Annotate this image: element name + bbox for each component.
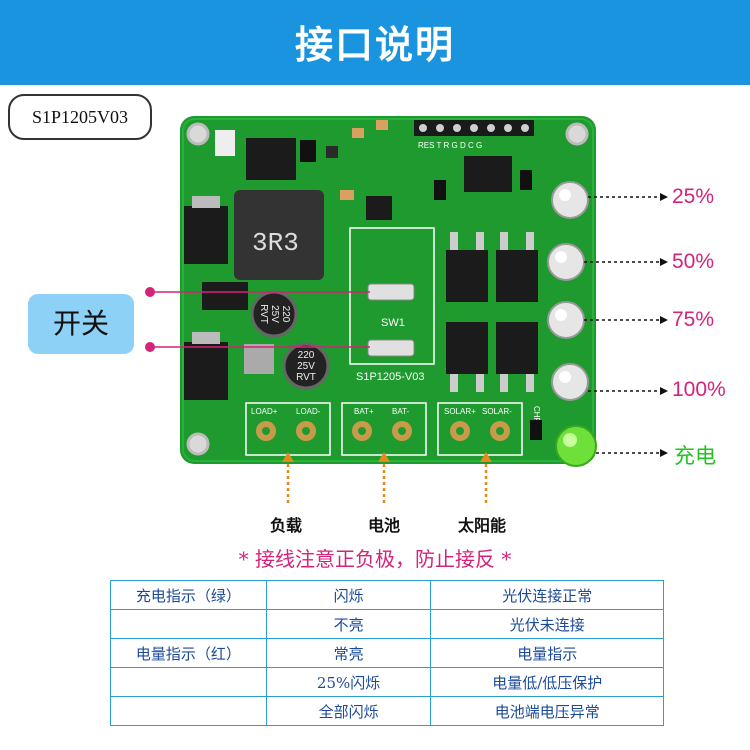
indicator-label-50: 50%: [672, 250, 715, 273]
sw-label: SW1: [381, 317, 405, 329]
mosfet: [496, 250, 538, 302]
terminal-block-solar: [437, 402, 523, 456]
inductor-label: 3R3: [252, 228, 299, 258]
table-cell: 电量低/低压保护: [430, 667, 664, 697]
regulator: [184, 206, 228, 264]
ic-chip: [246, 138, 296, 180]
table-cell: 电量指示: [430, 638, 664, 668]
table-cell: 电池端电压异常: [430, 696, 664, 726]
smd-part: [520, 170, 532, 190]
switch-pointer-dot: [145, 287, 155, 297]
table-row: 全部闪烁 电池端电压异常: [110, 696, 664, 726]
terminal-load-plus: LOAD+: [251, 407, 278, 416]
table-cell: 闪烁: [265, 580, 432, 610]
cap-text: 25V: [297, 361, 315, 372]
terminal-pointer-heads: [282, 452, 492, 462]
regulator: [184, 342, 228, 400]
terminal-solar-plus: SOLAR+: [444, 407, 476, 416]
table-cell: [110, 667, 267, 697]
smd-part: [202, 282, 248, 310]
smd-part: [300, 140, 316, 162]
smd-part: [352, 128, 364, 138]
switch-pointers: [150, 291, 370, 348]
terminal-bat-minus: BAT-: [392, 407, 410, 416]
model-badge: S1P1205V03: [8, 94, 152, 140]
table-row: 不亮 光伏未连接: [110, 609, 664, 639]
mount-hole: [565, 122, 589, 146]
table-row: 电量指示（红） 常亮 电量指示: [110, 638, 664, 668]
table-cell: 电量指示（红）: [110, 638, 267, 668]
terminal-pointers: [286, 458, 488, 505]
capacitor: [282, 342, 330, 390]
arrow-heads: [660, 193, 668, 457]
ic-chip: [366, 196, 392, 220]
table-cell: 充电指示（绿）: [110, 580, 267, 610]
board-name: S1P1205-V03: [356, 371, 425, 383]
table-row: 充电指示（绿） 闪烁 光伏连接正常: [110, 580, 664, 610]
inductor: [234, 190, 324, 280]
terminal-bat-plus: BAT+: [354, 407, 374, 416]
switch-area: [349, 227, 435, 365]
header-pins: [419, 124, 529, 132]
cap-text: 220: [298, 350, 315, 361]
chr-label: CHR: [532, 406, 541, 424]
smd-part: [376, 120, 388, 130]
switch-pad-bottom: [367, 339, 415, 357]
cap-text: RVT: [258, 304, 269, 324]
led-100: [551, 363, 589, 401]
cap-text: 220: [280, 306, 291, 323]
terminal-solar-minus: SOLAR-: [482, 407, 512, 416]
mount-hole: [186, 432, 210, 456]
terminal-label-battery: 电池: [368, 516, 401, 535]
led-75: [547, 301, 585, 339]
header-pin-labels: RES T R G D C G: [418, 141, 482, 150]
indicator-label-75: 75%: [672, 308, 715, 331]
indicator-arrows: [584, 196, 660, 454]
led-25: [551, 181, 589, 219]
switch-pointer-dot: [145, 342, 155, 352]
cap-text: RVT: [296, 372, 316, 383]
mosfet-leads: [450, 232, 534, 392]
ic-chip: [464, 156, 512, 192]
smd-part: [215, 130, 235, 156]
header-banner: 接口说明: [0, 0, 750, 85]
led-charge: [555, 425, 597, 467]
table-cell: 25%闪烁: [265, 667, 432, 697]
table-cell: 光伏未连接: [430, 609, 664, 639]
table-cell: 全部闪烁: [265, 696, 432, 726]
smd-part: [326, 146, 338, 158]
mosfet: [446, 250, 488, 302]
indicator-label-charge: 充电: [674, 445, 716, 468]
mosfet: [496, 322, 538, 374]
terminal-load-minus: LOAD-: [296, 407, 321, 416]
table-cell: [110, 696, 267, 726]
mount-hole: [186, 122, 210, 146]
table-cell: [110, 609, 267, 639]
terminal-label-solar: 太阳能: [458, 516, 507, 535]
regulator-tab: [192, 196, 220, 208]
table-row: 25%闪烁 电量低/低压保护: [110, 667, 664, 697]
smd-part: [434, 180, 446, 200]
indicator-label-25: 25%: [672, 185, 715, 208]
table-cell: 不亮: [265, 609, 432, 639]
capacitor-base: [244, 344, 274, 374]
cap-text: 25V: [269, 305, 280, 323]
wiring-warning: * 接线注意正负极，防止接反 *: [238, 547, 512, 571]
indicator-table: 充电指示（绿） 闪烁 光伏连接正常 不亮 光伏未连接 电量指示（红） 常亮 电量…: [110, 580, 664, 726]
led-50: [547, 243, 585, 281]
smd-part: [530, 420, 542, 440]
terminal-label-load: 负载: [270, 516, 303, 535]
regulator-tab: [192, 332, 220, 344]
indicator-label-100: 100%: [672, 378, 726, 401]
page-title: 接口说明: [294, 22, 455, 67]
switch-label: 开关: [28, 294, 134, 354]
smd-part: [340, 190, 354, 200]
mosfet: [446, 322, 488, 374]
table-cell: 常亮: [265, 638, 432, 668]
table-cell: 光伏连接正常: [430, 580, 664, 610]
switch-pad-top: [367, 283, 415, 301]
